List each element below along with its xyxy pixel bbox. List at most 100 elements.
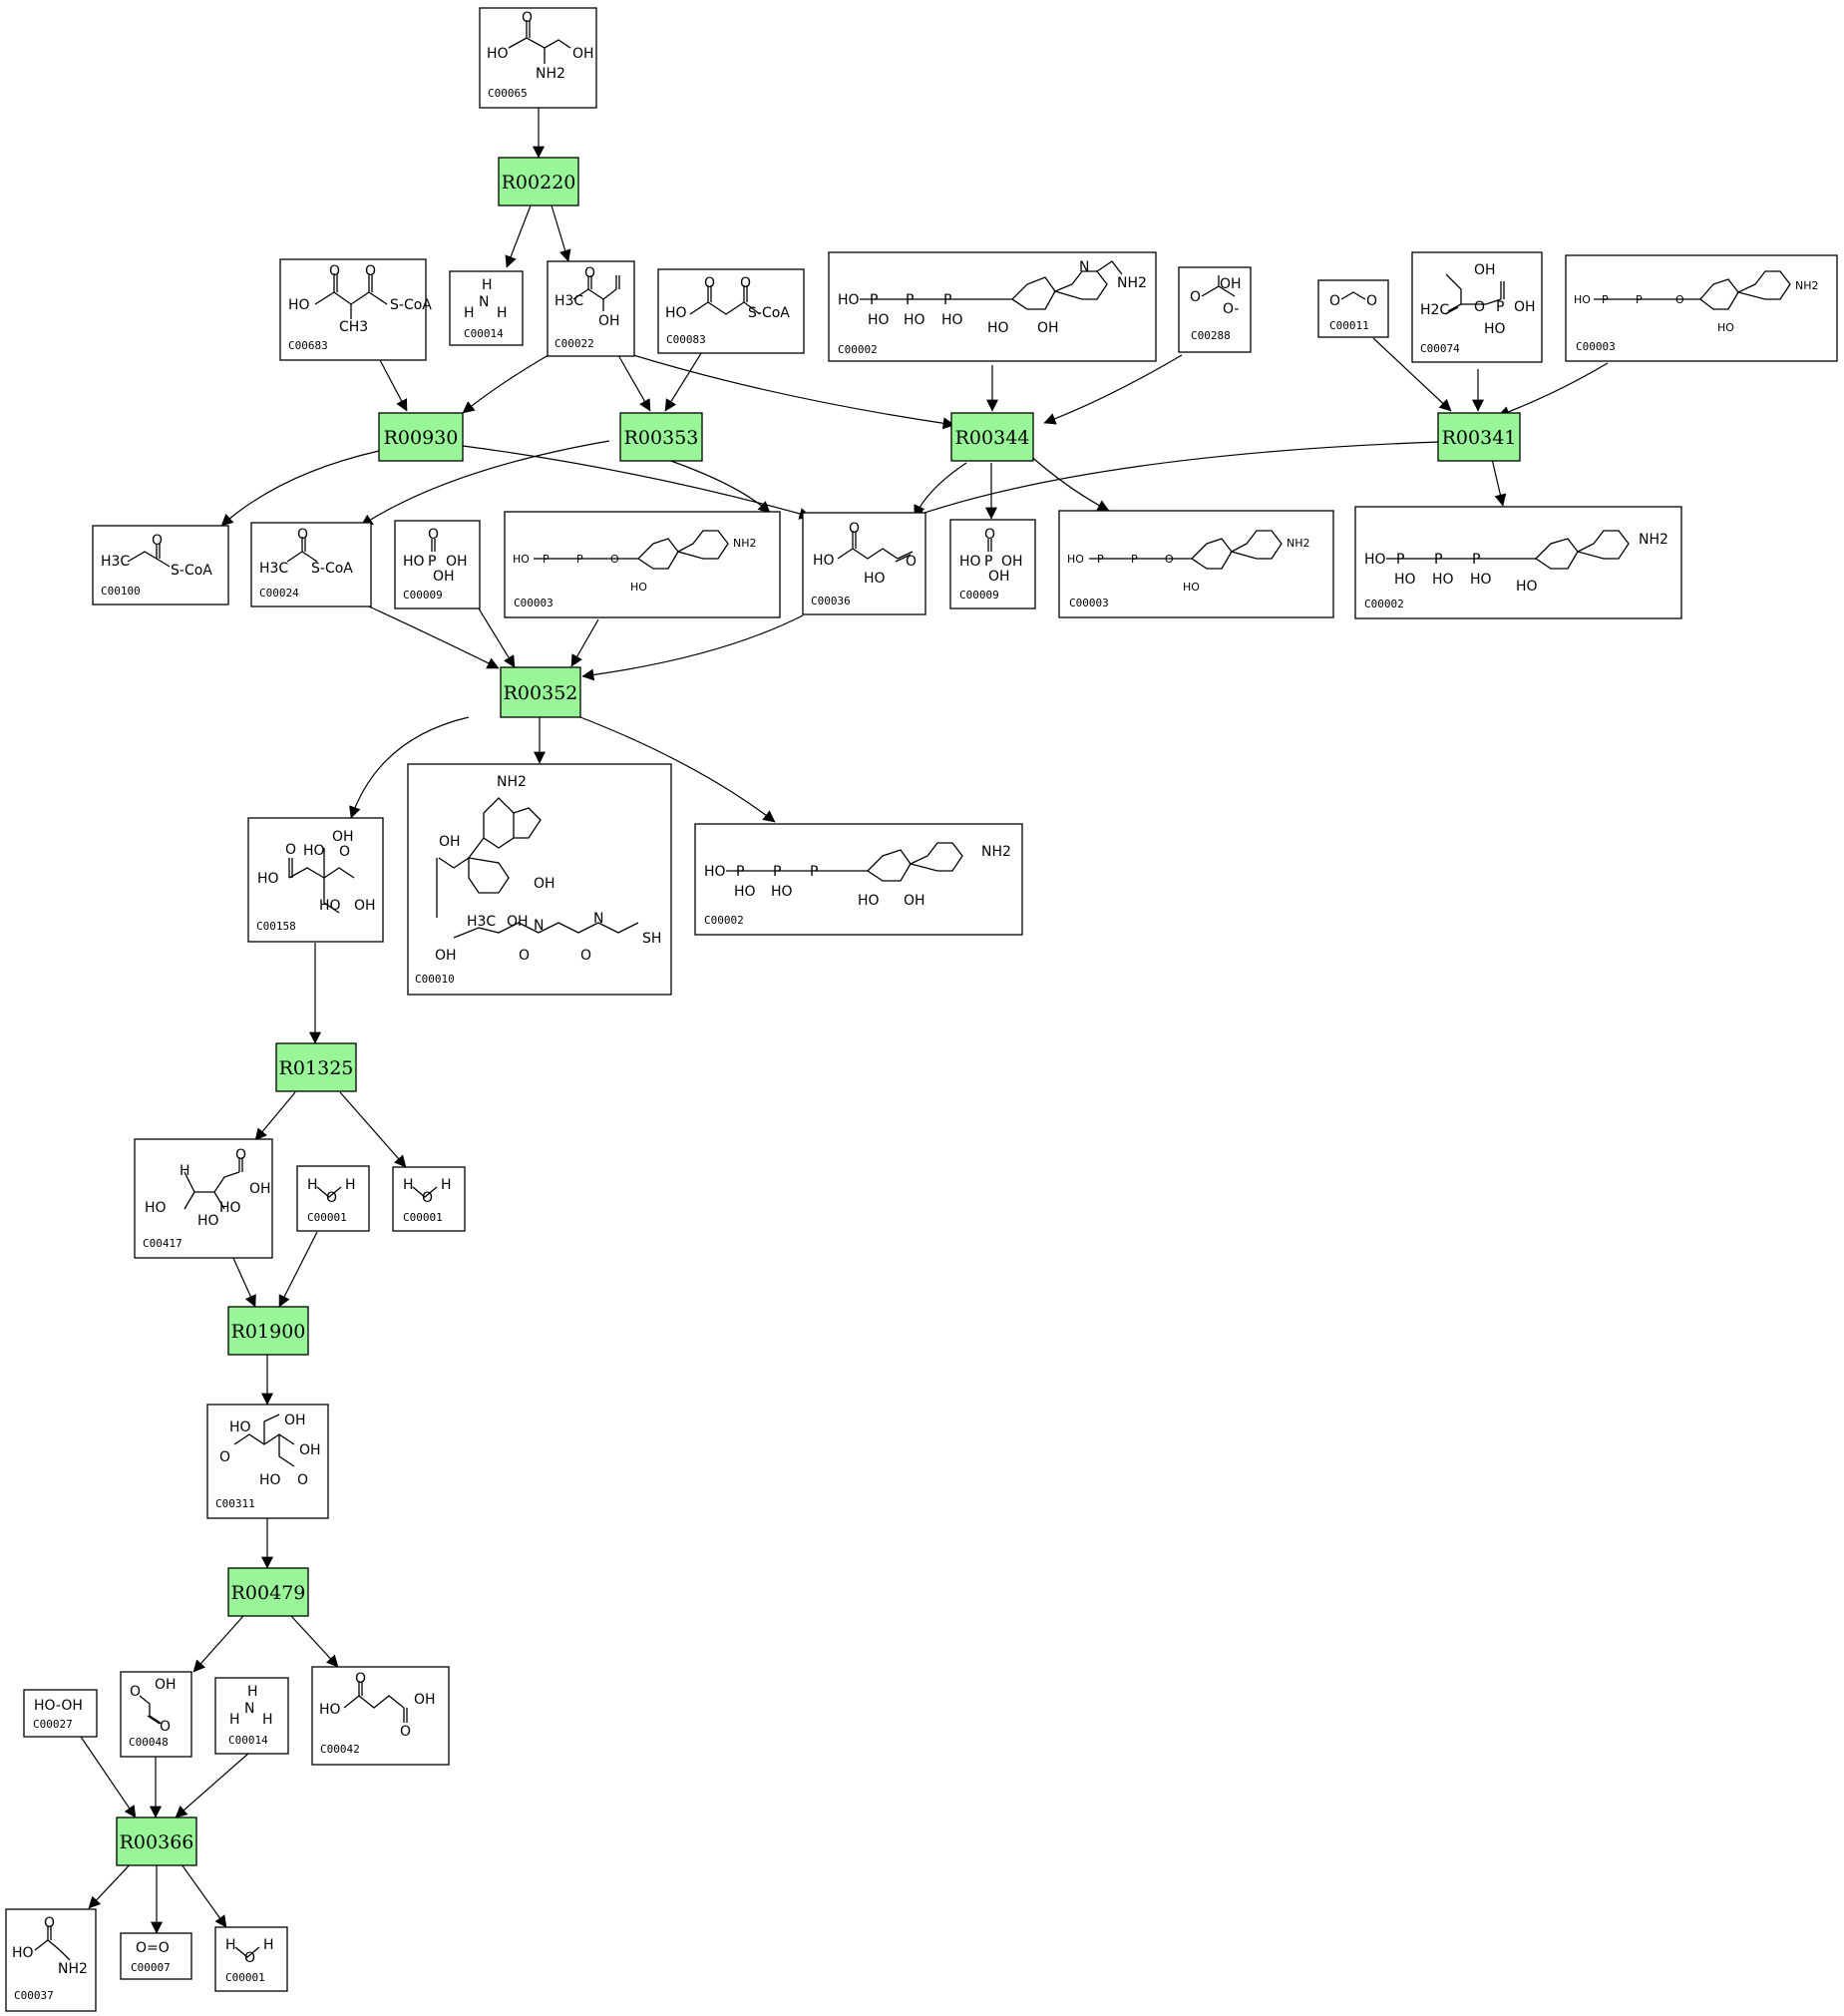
- svg-text:OH: OH: [299, 1442, 321, 1458]
- svg-text:CH3: CH3: [339, 319, 368, 335]
- svg-text:OH: OH: [446, 554, 468, 570]
- compound-c00037[interactable]: HO NH2 O C00037: [5, 1908, 97, 2012]
- compound-c00027[interactable]: HO-OH C00027: [23, 1689, 98, 1738]
- compound-id: C00010: [415, 973, 455, 986]
- svg-text:HO: HO: [197, 1213, 219, 1229]
- reaction-r00930[interactable]: R00930: [378, 412, 464, 462]
- compound-c00083[interactable]: HO S-CoA O O C00083: [657, 268, 805, 354]
- compound-c00011[interactable]: O O C00011: [1317, 279, 1389, 338]
- svg-text:HO: HO: [288, 297, 310, 313]
- compound-c00065[interactable]: HO OH NH2 O C00065: [479, 7, 597, 109]
- compound-c00001-bottom[interactable]: H O H C00001: [214, 1926, 288, 1992]
- compound-c00009-right[interactable]: O P HO OH OH C00009: [949, 519, 1036, 609]
- svg-text:P: P: [1636, 293, 1643, 306]
- svg-text:H3C: H3C: [467, 914, 496, 930]
- structure-h2o2: HO-OH: [34, 1698, 83, 1714]
- svg-text:OH: OH: [598, 313, 620, 329]
- svg-text:HO: HO: [734, 884, 756, 900]
- compound-c00002-top[interactable]: HO P P P HO HO HO HO OH NH2 N C00002: [828, 251, 1157, 362]
- svg-text:NH2: NH2: [733, 537, 757, 550]
- svg-text:HO: HO: [941, 312, 963, 328]
- svg-text:O-: O-: [1223, 301, 1239, 317]
- compound-id: C00024: [259, 587, 299, 600]
- svg-text:P: P: [870, 292, 878, 308]
- svg-text:O: O: [130, 1684, 141, 1700]
- reaction-r00344[interactable]: R00344: [950, 412, 1034, 462]
- svg-text:HO: HO: [1574, 293, 1591, 306]
- reaction-r00479[interactable]: R00479: [227, 1567, 309, 1617]
- svg-text:HO: HO: [403, 554, 425, 570]
- compound-c00036[interactable]: HO O HO O C00036: [802, 512, 926, 615]
- svg-text:H: H: [225, 1937, 236, 1953]
- reaction-label: R00220: [502, 172, 576, 194]
- svg-text:H: H: [263, 1937, 274, 1953]
- compound-id: C00027: [33, 1718, 73, 1731]
- compound-c00014-bottom[interactable]: H H N H C00014: [214, 1677, 289, 1755]
- compound-c00074[interactable]: OH O P OH H2C HO C00074: [1411, 251, 1543, 363]
- compound-c00001-b[interactable]: H O H C00001: [392, 1166, 466, 1232]
- svg-text:O: O: [1165, 553, 1174, 566]
- compound-c00007[interactable]: O=O C00007: [120, 1932, 192, 1980]
- compound-c00003-mid[interactable]: HO P P O HO NH2 C00003: [504, 511, 781, 618]
- svg-text:H: H: [464, 305, 475, 321]
- svg-text:O: O: [1366, 293, 1377, 309]
- svg-text:NH2: NH2: [1117, 275, 1147, 291]
- svg-text:P: P: [1131, 553, 1138, 566]
- compound-c00009-left[interactable]: O P HO OH OH C00009: [394, 520, 481, 609]
- svg-text:O: O: [326, 1190, 337, 1206]
- reaction-r00220[interactable]: R00220: [498, 157, 579, 206]
- compound-id: C00417: [143, 1237, 183, 1250]
- compound-c00003-top[interactable]: HO P P O HO NH2 C00003: [1565, 254, 1838, 362]
- compound-id: C00007: [131, 1961, 171, 1974]
- compound-c00010[interactable]: NH2 OH OH SH H3C OH N N O O OH C00010: [407, 763, 672, 996]
- compound-c00288[interactable]: OH O O- C00288: [1178, 266, 1252, 353]
- compound-c00001-a[interactable]: H O H C00001: [296, 1165, 370, 1232]
- svg-text:H: H: [180, 1163, 190, 1179]
- svg-text:O: O: [339, 844, 350, 860]
- svg-text:S-CoA: S-CoA: [311, 561, 353, 577]
- compound-id: C00288: [1191, 329, 1231, 342]
- svg-text:H3C: H3C: [101, 554, 130, 570]
- compound-c00024[interactable]: H3C S-CoA O C00024: [250, 522, 372, 607]
- svg-text:O: O: [906, 554, 917, 570]
- compound-c00003-right[interactable]: HO P P O HO NH2 C00003: [1058, 510, 1334, 618]
- structure-glycine: HO NH2 O: [12, 1915, 88, 1977]
- compound-c00158[interactable]: HO OH HO O O HO OH C00158: [247, 817, 384, 943]
- structure-oxaloacetate: HO O HO O: [813, 521, 917, 587]
- svg-text:HO: HO: [813, 553, 835, 569]
- compound-c00022[interactable]: OH O H3C C00022: [547, 260, 635, 357]
- svg-text:HO: HO: [665, 305, 687, 321]
- compound-c00002-mid[interactable]: HO P P P HO HO HO OH NH2 C00002: [694, 823, 1023, 936]
- svg-text:HO: HO: [1484, 321, 1506, 337]
- svg-text:O: O: [400, 1724, 411, 1740]
- svg-text:NH2: NH2: [497, 774, 527, 790]
- reaction-r01900[interactable]: R01900: [227, 1306, 309, 1356]
- compound-c00014[interactable]: H H N H C00014: [449, 270, 524, 346]
- compound-c00683[interactable]: HO S-CoA CH3 O O C00683: [279, 258, 432, 361]
- structure-phosphate: O P HO OH OH: [403, 527, 468, 585]
- reaction-r00352[interactable]: R00352: [500, 666, 581, 718]
- svg-text:P: P: [576, 553, 583, 566]
- svg-text:P: P: [984, 554, 992, 570]
- svg-text:N: N: [534, 918, 544, 934]
- compound-c00311[interactable]: HO OH O OH HO O C00311: [206, 1404, 329, 1519]
- compound-id: C00065: [488, 87, 528, 100]
- reaction-r00353[interactable]: R00353: [619, 412, 703, 462]
- svg-text:HO: HO: [145, 1200, 167, 1216]
- reaction-r00341[interactable]: R00341: [1437, 412, 1521, 462]
- compound-c00042[interactable]: HO OH O O C00042: [311, 1666, 450, 1766]
- svg-text:S-CoA: S-CoA: [390, 297, 432, 313]
- reaction-label: R00479: [231, 1582, 306, 1604]
- reaction-r00366[interactable]: R00366: [116, 1816, 197, 1866]
- compound-c00002-right[interactable]: HO P P P HO HO HO HO NH2 C00002: [1354, 506, 1682, 619]
- structure-nad: HO P P O HO NH2: [1067, 530, 1310, 594]
- svg-text:OH: OH: [507, 914, 529, 930]
- svg-text:HO: HO: [1394, 572, 1416, 588]
- compound-c00100[interactable]: H3C S-CoA O C00100: [92, 525, 229, 605]
- svg-text:HO: HO: [704, 864, 726, 880]
- compound-c00417[interactable]: H OH HO HO HO O C00417: [134, 1138, 273, 1259]
- svg-text:S-CoA: S-CoA: [171, 563, 212, 579]
- compound-c00048[interactable]: O OH O C00048: [120, 1671, 192, 1758]
- reaction-r01325[interactable]: R01325: [275, 1042, 357, 1092]
- svg-text:O: O: [580, 948, 591, 964]
